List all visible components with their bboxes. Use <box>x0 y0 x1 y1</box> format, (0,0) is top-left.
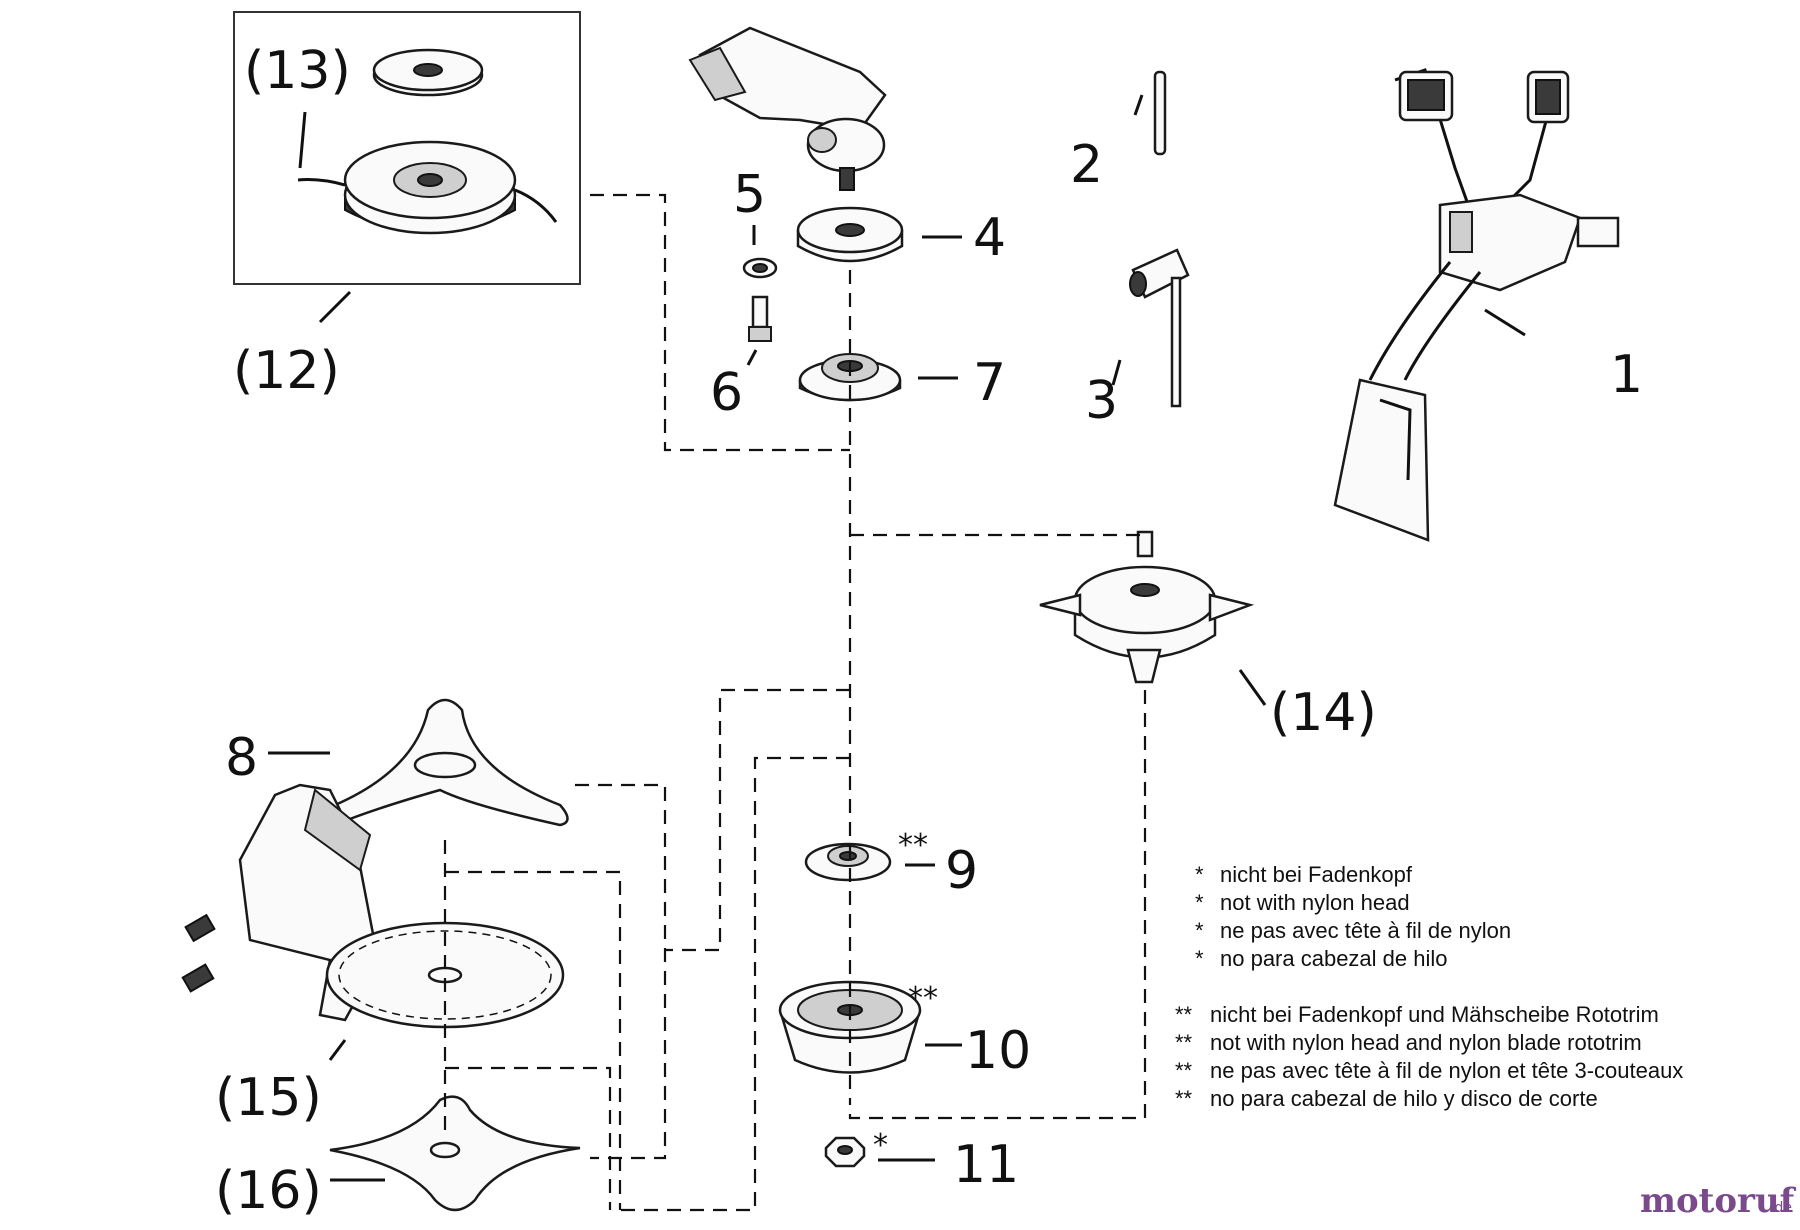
label-part-5: 5 <box>733 165 766 225</box>
note-8-text: no para cabezal de hilo y disco de corte <box>1210 1086 1598 1111</box>
label-part-12: (12) <box>233 341 340 401</box>
label-part-9: 9 <box>945 841 978 901</box>
gear-head-shape <box>688 26 887 191</box>
cup-10-shape <box>778 980 922 1074</box>
watermark: motoruf .de <box>1640 1181 1797 1221</box>
marker-part-11: * <box>873 1128 888 1163</box>
label-part-13: (13) <box>244 41 351 101</box>
label-part-15: (15) <box>215 1068 322 1128</box>
nut-5-shape <box>742 257 778 279</box>
note-4-mark: * <box>1195 946 1204 971</box>
note-2-text: not with nylon head <box>1220 890 1410 915</box>
washer-13-shape <box>372 48 484 97</box>
assembly-lines <box>443 193 1147 1212</box>
note-3-mark: * <box>1195 918 1204 943</box>
blade-16-shape <box>329 1095 581 1212</box>
label-part-1: 1 <box>1610 345 1643 405</box>
note-7-text: ne pas avec tête à fil de nylon et tête … <box>1210 1058 1683 1083</box>
note-6-mark: ** <box>1175 1030 1193 1055</box>
label-part-16: (16) <box>215 1161 322 1221</box>
label-part-11: 11 <box>953 1135 1019 1195</box>
washer-9-shape <box>804 842 892 882</box>
note-4-text: no para cabezal de hilo <box>1220 946 1448 971</box>
nut-11-shape <box>824 1136 866 1168</box>
harness-1-shape <box>1333 68 1620 542</box>
cup-7-shape <box>798 353 902 402</box>
label-part-10: 10 <box>965 1021 1031 1081</box>
label-part-2: 2 <box>1070 135 1103 195</box>
notes-legend: * nicht bei Fadenkopf * not with nylon h… <box>1175 862 1683 1111</box>
watermark-name: motoruf <box>1640 1181 1797 1221</box>
label-part-7: 7 <box>973 353 1006 413</box>
pin-2-shape <box>1153 70 1167 156</box>
marker-part-10: ** <box>908 981 938 1016</box>
label-part-8: 8 <box>225 728 258 788</box>
leader-lines <box>268 94 1526 1182</box>
note-1-mark: * <box>1195 862 1204 887</box>
marker-part-9: ** <box>898 828 928 863</box>
wrench-3-shape <box>1129 248 1190 408</box>
note-2-mark: * <box>1195 890 1204 915</box>
watermark-tld: .de <box>1770 1200 1792 1216</box>
label-part-14: (14) <box>1270 683 1377 743</box>
note-3-text: ne pas avec tête à fil de nylon <box>1220 918 1511 943</box>
label-part-6: 6 <box>710 363 743 423</box>
saw-blade-15-shape <box>325 921 565 1029</box>
note-8-mark: ** <box>1175 1086 1193 1111</box>
blade-8-shape <box>326 698 569 827</box>
note-1-text: nicht bei Fadenkopf <box>1220 862 1413 887</box>
note-6-text: not with nylon head and nylon blade roto… <box>1210 1030 1642 1055</box>
nylon-head-shape <box>297 140 558 235</box>
note-5-text: nicht bei Fadenkopf und Mähscheibe Rotot… <box>1210 1002 1659 1027</box>
rototrim-14-shape <box>1039 530 1255 684</box>
bolt-6-shape <box>748 295 772 342</box>
plate-4-shape <box>796 206 904 263</box>
nylon-head-box <box>233 11 581 285</box>
note-5-mark: ** <box>1175 1002 1193 1027</box>
note-7-mark: ** <box>1175 1058 1193 1083</box>
label-part-3: 3 <box>1085 371 1118 431</box>
label-part-4: 4 <box>973 208 1006 268</box>
